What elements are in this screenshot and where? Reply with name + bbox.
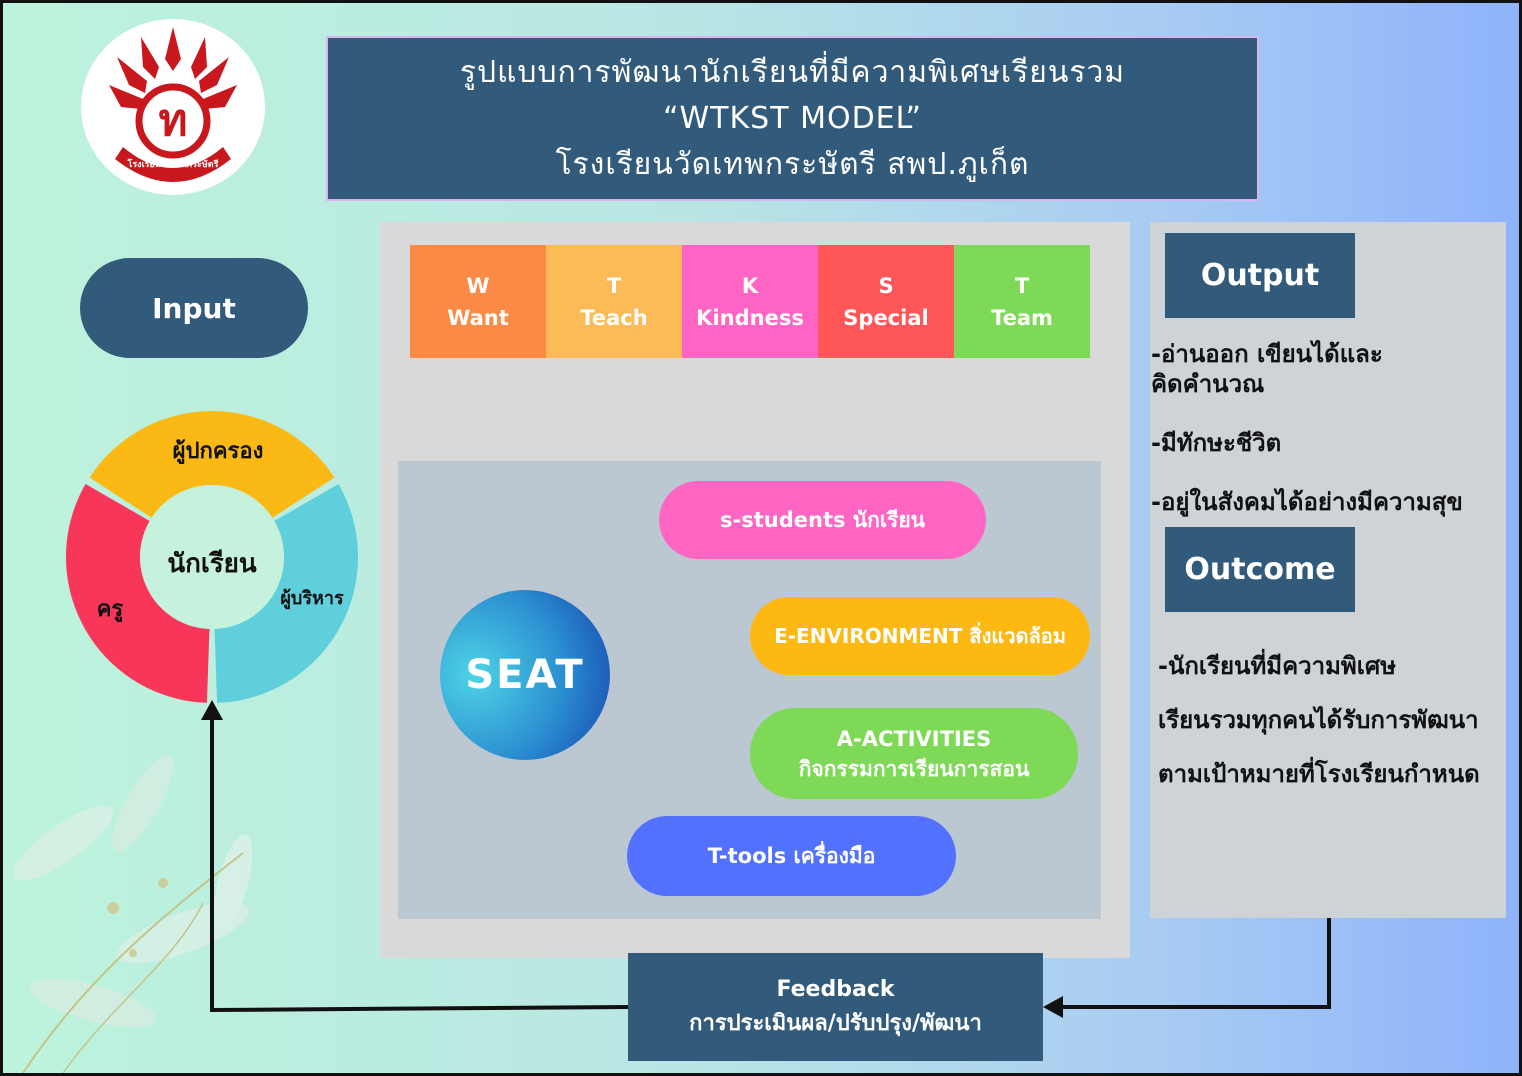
seat-item-tools: T-tools เครื่องมือ <box>627 816 956 896</box>
wtkst-word: Special <box>843 305 929 330</box>
seat-circle: SEAT <box>440 590 610 760</box>
wtkst-letter: T <box>606 273 622 298</box>
seat-item-label: T-tools เครื่องมือ <box>707 844 876 868</box>
wtkst-letter: T <box>1014 273 1030 298</box>
seat-item-label: A-ACTIVITIES <box>836 726 992 751</box>
logo-text: โรงเรียนวัดเทพกระษัตรี <box>127 160 219 170</box>
logo-letter: ท <box>158 95 188 146</box>
wtkst-cell-team: T Team <box>954 245 1090 358</box>
donut-center-label: นักเรียน <box>167 549 257 579</box>
seat-item-label: s-students นักเรียน <box>720 508 925 532</box>
title-line-2: “WTKST MODEL” <box>662 100 923 136</box>
wtkst-word: Want <box>447 305 509 330</box>
wtkst-letter: S <box>878 273 894 298</box>
wtkst-cell-want: W Want <box>410 245 546 358</box>
output-header: Output <box>1165 233 1355 318</box>
donut-label-admin: ผู้บริหาร <box>280 588 344 609</box>
title-box: รูปแบบการพัฒนานักเรียนที่มีความพิเศษเรีย… <box>326 36 1259 201</box>
output-item: -มีทักษะชีวิต <box>1151 429 1282 457</box>
wtkst-letter: K <box>741 273 759 298</box>
wtkst-letter: W <box>466 273 490 298</box>
donut-center <box>140 485 284 629</box>
seat-item-students: s-students นักเรียน <box>659 481 986 559</box>
school-logo: ท โรงเรียนวัดเทพกระษัตรี <box>81 19 265 195</box>
wtkst-word: Teach <box>580 305 648 330</box>
input-donut-chart <box>65 411 358 703</box>
feedback-box: Feedback การประเมินผล/ปรับปรุง/พัฒนา <box>628 953 1043 1061</box>
donut-segment-parents <box>89 411 335 518</box>
decorative-leaves <box>12 754 253 1073</box>
donut-segment-admin <box>214 484 358 703</box>
donut-label-teachers: ครู <box>96 597 124 622</box>
output-item: -อ่านออก เขียนได้และ <box>1151 340 1383 368</box>
logo-flame-icon <box>109 27 237 109</box>
title-line-1: รูปแบบการพัฒนานักเรียนที่มีความพิเศษเรีย… <box>459 54 1126 90</box>
seat-item-environment: E-ENVIRONMENT สิ่งแวดล้อม <box>750 597 1090 675</box>
feedback-out-arrow-icon <box>201 700 629 1013</box>
donut-label-parents: ผู้ปกครอง <box>172 439 264 464</box>
title-line-3: โรงเรียนวัดเทพกระษัตรี สพป.ภูเก็ต <box>555 146 1030 182</box>
feedback-in-arrow-icon <box>1043 918 1331 1018</box>
seat-item-activities: A-ACTIVITIES กิจกรรมการเรียนการสอน <box>750 708 1078 799</box>
wtkst-cell-kindness: K Kindness <box>682 245 818 358</box>
seat-item-sublabel: กิจกรรมการเรียนการสอน <box>798 756 1030 781</box>
seat-item-label: E-ENVIRONMENT สิ่งแวดล้อม <box>774 624 1066 648</box>
outcome-header: Outcome <box>1165 527 1355 612</box>
feedback-title: Feedback <box>776 977 895 1002</box>
wtkst-word: Kindness <box>696 305 804 330</box>
outcome-item: ตามเป้าหมายที่โรงเรียนกำหนด <box>1158 760 1480 788</box>
wtkst-word: Team <box>991 305 1053 330</box>
outcome-item: -นักเรียนที่มีความพิเศษ <box>1158 652 1397 680</box>
donut-segment-teachers <box>65 484 210 703</box>
wtkst-cell-special: S Special <box>818 245 954 358</box>
feedback-subtitle: การประเมินผล/ปรับปรุง/พัฒนา <box>689 1011 982 1036</box>
wtkst-cell-teach: T Teach <box>546 245 682 358</box>
outcome-item: เรียนรวมทุกคนได้รับการพัฒนา <box>1158 706 1479 734</box>
input-label: Input <box>80 258 308 358</box>
output-item: -อยู่ในสังคมได้อย่างมีความสุข <box>1151 488 1463 516</box>
output-item: คิดคำนวณ <box>1151 370 1265 398</box>
